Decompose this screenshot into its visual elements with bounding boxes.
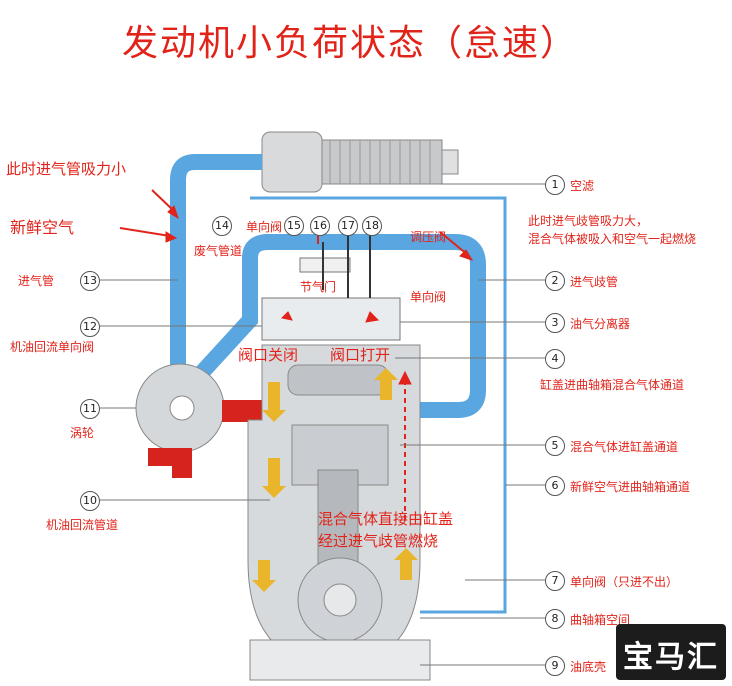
callout-11-num: 11 <box>80 399 100 419</box>
leader-lines <box>100 183 545 666</box>
callout-3-label: 油气分离器 <box>570 317 631 331</box>
callout-7-label: 单向阀（只进不出） <box>570 575 679 589</box>
callout-13-label: 进气管 <box>18 274 55 288</box>
note-right-line1: 此时进气歧管吸力大， <box>528 214 649 228</box>
callout-5-label: 混合气体进缸盖通道 <box>570 440 679 454</box>
marker-14: 14 <box>212 216 232 236</box>
callout-9-num: 9 <box>545 656 565 676</box>
throttle-body <box>299 257 351 273</box>
callout-10-label: 机油回流管道 <box>46 518 119 532</box>
marker-16: 16 <box>310 216 330 236</box>
callout-9-label: 油底壳 <box>570 660 607 674</box>
label-check-valve: 单向阀 <box>246 220 283 234</box>
oil-separator <box>261 297 401 341</box>
callout-1-label: 空滤 <box>570 179 595 193</box>
label-pressure-valve: 调压阀 <box>410 230 447 244</box>
fresh-air-channel <box>420 196 507 614</box>
marker-18: 18 <box>362 216 382 236</box>
callout-11-label: 涡轮 <box>70 426 95 440</box>
note-bottom-line1: 混合气体直接由缸盖 <box>318 510 454 528</box>
callout-8-label: 曲轴箱空间 <box>570 613 631 627</box>
callout-13-num: 13 <box>80 271 100 291</box>
callout-12-label: 机油回流单向阀 <box>10 340 95 354</box>
watermark-logo: 宝马汇 <box>616 624 726 680</box>
callout-3-num: 3 <box>545 313 565 333</box>
oil-pan <box>249 639 431 681</box>
watermark-logo-text: 宝马汇 <box>623 640 719 675</box>
callout-7-num: 7 <box>545 571 565 591</box>
label-throttle: 节气门 <box>300 280 337 294</box>
callout-5-num: 5 <box>545 436 565 456</box>
label-check-valve-2: 单向阀 <box>410 290 447 304</box>
callout-6-num: 6 <box>545 476 565 496</box>
note-bottom-line2: 经过进气歧管燃烧 <box>318 532 439 550</box>
turbocharger <box>135 363 266 478</box>
engine-block <box>247 344 431 681</box>
marker-17: 17 <box>338 216 358 236</box>
intake-manifold <box>242 234 486 418</box>
callout-12-num: 12 <box>80 317 100 337</box>
intake-pipe <box>170 154 262 345</box>
flow-arrows <box>252 368 418 592</box>
marker-15: 15 <box>284 216 304 236</box>
air-filter <box>261 131 459 193</box>
callout-2-num: 2 <box>545 271 565 291</box>
note-right-line2: 混合气体被吸入和空气一起燃烧 <box>528 232 697 246</box>
page-title: 发动机小负荷状态（怠速） <box>121 23 578 64</box>
label-waste-gas-pipe: 废气管道 <box>194 244 243 258</box>
callout-4-num: 4 <box>545 349 565 369</box>
callout-1-num: 1 <box>545 175 565 195</box>
callout-6-label: 新鲜空气进曲轴箱通道 <box>570 480 691 494</box>
callout-2-label: 进气歧管 <box>570 275 619 289</box>
callout-10-num: 10 <box>80 491 100 511</box>
label-valve-open: 阀口打开 <box>330 346 391 364</box>
callout-4-label: 缸盖进曲轴箱混合气体通道 <box>540 378 685 392</box>
label-valve-closed: 阀口关闭 <box>238 346 299 364</box>
callout-8-num: 8 <box>545 609 565 629</box>
note-fresh-air: 新鲜空气 <box>10 218 75 237</box>
note-intake-suction-small: 此时进气管吸力小 <box>6 160 127 178</box>
